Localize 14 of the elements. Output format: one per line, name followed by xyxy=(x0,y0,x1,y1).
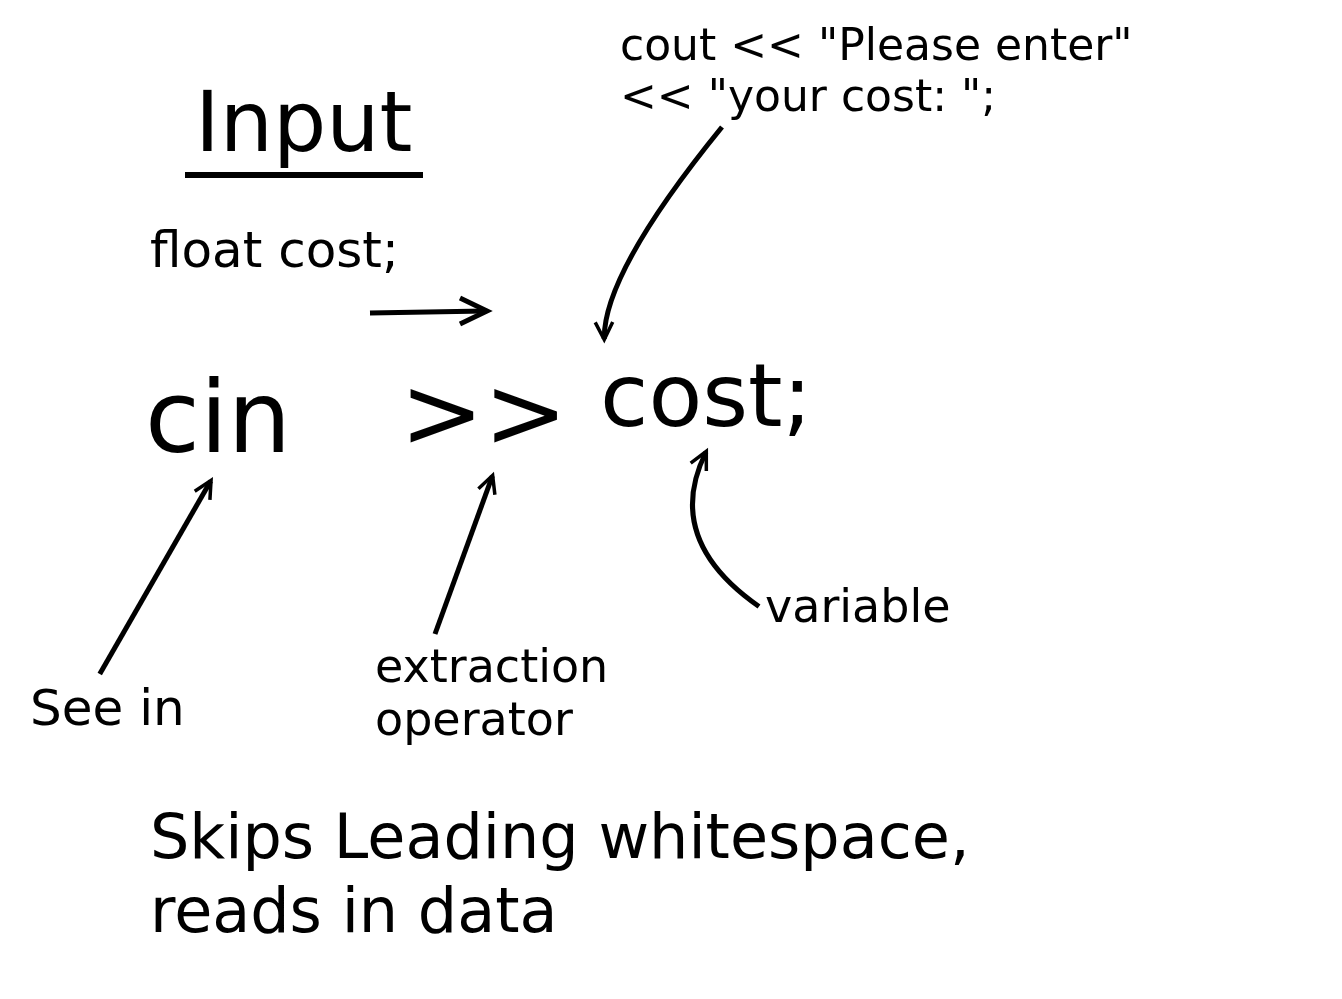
handwritten-note: >> xyxy=(400,355,568,470)
arrow xyxy=(595,125,724,341)
handwritten-note: cost; xyxy=(600,345,813,447)
arrow xyxy=(97,479,213,676)
handwritten-note: float cost; xyxy=(150,220,400,280)
handwritten-note: cout << "Please enter" << "your cost: "; xyxy=(620,20,1134,122)
handwritten-note: Skips Leading whitespace, reads in data xyxy=(150,800,971,949)
handwritten-note: extraction operator xyxy=(375,640,610,746)
title: Input xyxy=(185,80,423,178)
arrow xyxy=(690,450,761,609)
handwritten-note: See in xyxy=(30,680,185,738)
handwritten-note: cin xyxy=(145,360,292,475)
arrow xyxy=(432,474,496,635)
handwritten-note: variable xyxy=(765,580,951,633)
